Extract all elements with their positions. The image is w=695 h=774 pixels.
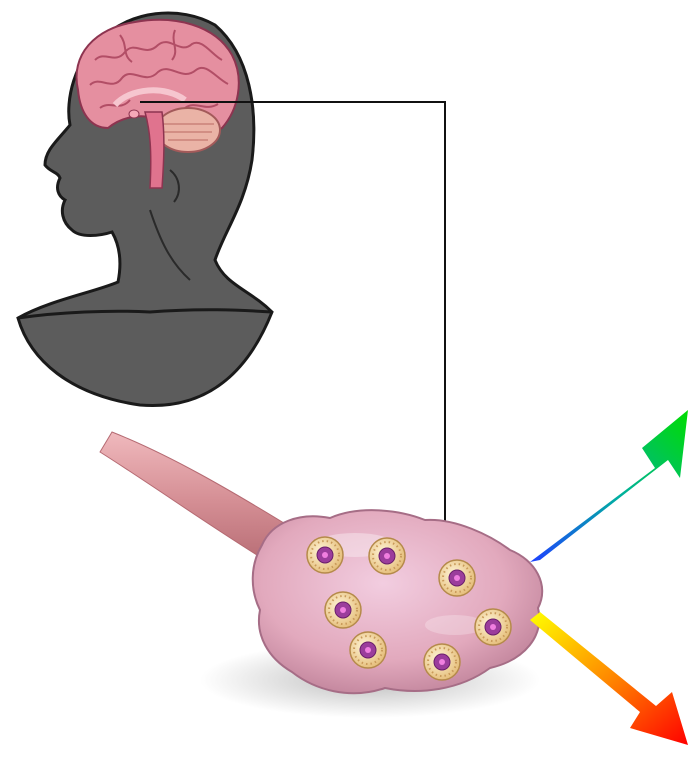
hormone-arrow-upper — [530, 410, 688, 562]
hormone-arrow-lower — [530, 612, 688, 745]
pituitary-gland-body — [253, 510, 542, 693]
secretory-cell — [369, 538, 405, 574]
cerebellum — [156, 108, 220, 152]
gland-closeup — [100, 432, 542, 718]
secretory-cell — [307, 537, 343, 573]
secretory-cell — [439, 560, 475, 596]
secretory-cell — [325, 592, 361, 628]
secretory-cell — [350, 632, 386, 668]
secretory-cell — [475, 609, 511, 645]
pituitary-small — [129, 110, 139, 118]
secretory-cell — [424, 644, 460, 680]
